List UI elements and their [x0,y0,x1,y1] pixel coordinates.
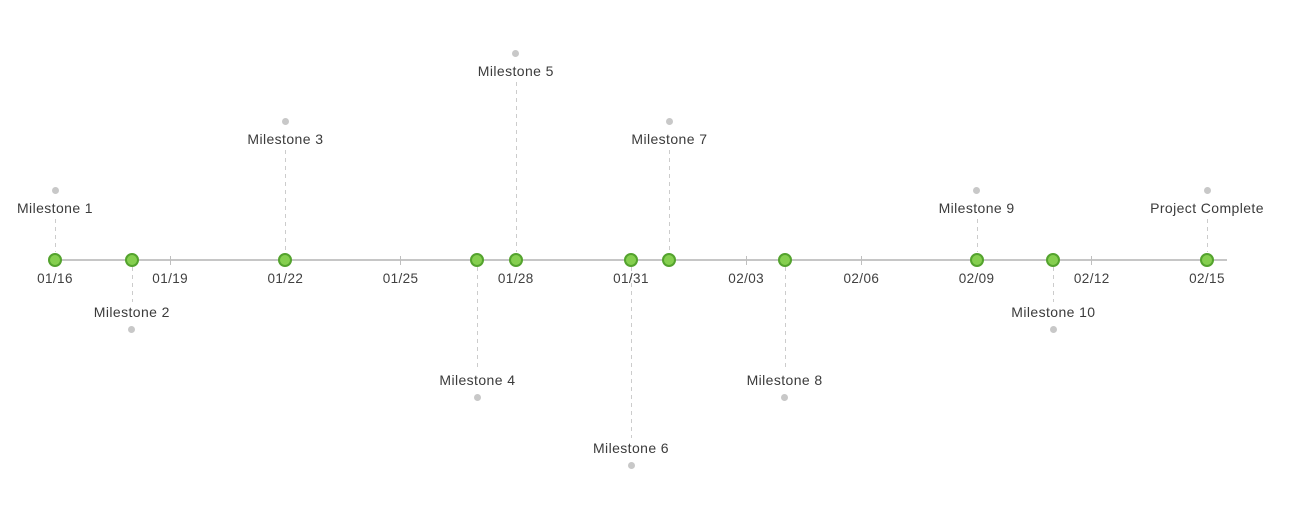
milestone-label: Milestone 7 [631,131,708,147]
leader-line [285,150,287,252]
leader-endpoint-dot [128,325,136,333]
leader-endpoint-dot [51,186,59,194]
axis-date-label: 02/15 [1189,271,1225,286]
leader-endpoint-dot [1203,186,1211,194]
milestone-label: Milestone 2 [93,304,170,320]
milestone-marker [1046,253,1061,267]
milestone-marker [124,253,139,267]
leader-endpoint-dot [781,393,789,401]
milestone-label: Milestone 3 [247,131,324,147]
leader-endpoint-dot [627,461,635,469]
milestone-label: Project Complete [1150,200,1264,216]
axis-tick [860,255,862,265]
axis-date-label: 01/19 [152,271,189,286]
milestone-marker [624,253,638,267]
milestone-label: Milestone 4 [439,372,516,388]
leader-line [669,150,671,252]
leader-line [784,267,786,370]
axis-date-label: 01/25 [382,271,419,286]
leader-endpoint-dot [473,393,481,401]
leader-endpoint-dot [1049,325,1057,333]
axis-date-label: 01/16 [37,271,73,286]
axis-date-label: 02/12 [1073,271,1110,286]
axis-date-label: 01/31 [613,271,649,286]
milestone-label: Milestone 5 [477,63,554,79]
leader-line [55,219,56,252]
axis-date-label: 02/03 [728,271,765,286]
axis-tick [1091,255,1093,265]
milestone-marker [48,253,62,267]
timeline-axis [55,259,1227,261]
leader-line [631,267,632,438]
leader-line [1207,219,1208,252]
axis-date-label: 02/09 [958,271,995,286]
axis-tick [745,255,747,265]
milestone-label: Milestone 6 [593,440,669,456]
leader-endpoint-dot [512,49,520,57]
milestone-marker [1200,253,1214,267]
leader-line [131,267,133,302]
axis-date-label: 01/22 [267,271,304,286]
milestone-marker [470,253,485,267]
leader-endpoint-dot [665,117,673,125]
axis-tick [400,255,402,265]
milestone-marker [662,253,677,267]
leader-line [477,267,479,370]
leader-line [1053,267,1055,302]
milestone-marker [777,253,792,267]
milestone-label: Milestone 9 [938,200,1015,216]
axis-tick [169,255,171,265]
leader-line [515,82,517,252]
axis-date-label: 01/28 [497,271,534,286]
milestone-label: Milestone 8 [746,372,823,388]
leader-endpoint-dot [973,186,981,194]
milestone-label: Milestone 1 [17,200,93,216]
milestone-marker [969,253,984,267]
leader-line [976,219,978,252]
milestone-marker [278,253,293,267]
milestone-marker [508,253,523,267]
axis-date-label: 02/06 [843,271,880,286]
milestone-label: Milestone 10 [1011,304,1096,320]
leader-endpoint-dot [281,117,289,125]
